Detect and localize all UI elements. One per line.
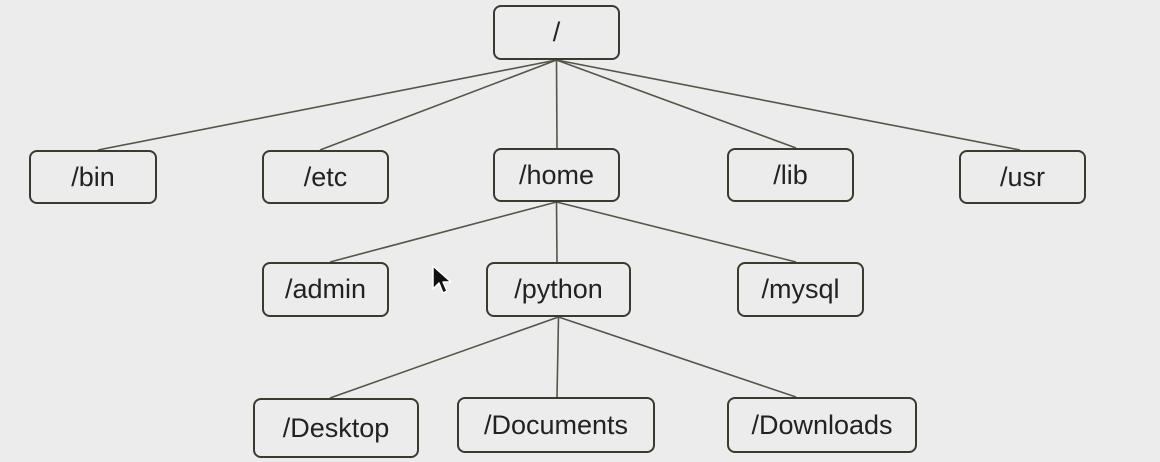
edge-python-documents (556, 316, 560, 398)
edge-root-usr (556, 59, 1021, 151)
node-lib: /lib (727, 148, 854, 202)
node-etc: /etc (262, 150, 389, 204)
edge-python-downloads (558, 316, 797, 398)
node-root: / (493, 5, 620, 60)
edge-python-desktop (329, 316, 559, 399)
edge-home-python (555, 201, 558, 263)
node-downloads: /Downloads (727, 397, 917, 453)
node-documents: /Documents (457, 397, 655, 453)
edge-root-etc (319, 59, 557, 151)
node-mysql: /mysql (737, 262, 864, 317)
node-admin: /admin (262, 262, 389, 317)
node-python: /python (486, 262, 631, 317)
node-desktop: /Desktop (253, 398, 419, 458)
edge-home-mysql (556, 201, 797, 263)
edge-root-bin (97, 59, 557, 151)
edge-home-admin (329, 201, 557, 263)
edge-root-home (555, 59, 558, 149)
node-usr: /usr (959, 150, 1086, 204)
node-home: /home (493, 148, 620, 202)
edge-root-lib (556, 59, 797, 149)
mouse-pointer-icon (432, 265, 452, 294)
node-bin: /bin (29, 150, 157, 204)
